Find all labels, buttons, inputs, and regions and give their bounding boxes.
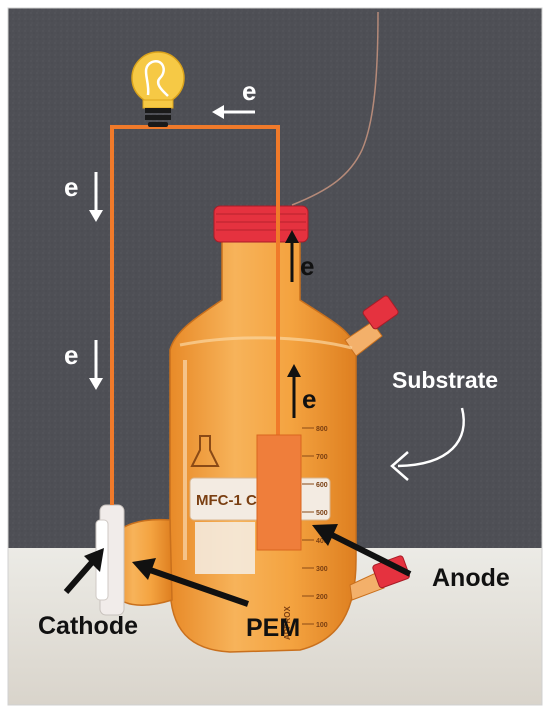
graduation-mark-label: 300 xyxy=(316,566,328,573)
electron-arrow-neck xyxy=(285,230,299,282)
graduation-scale: 800 700 600 500 400 300 200 100 xyxy=(302,426,328,629)
graduation-mark-label: 500 xyxy=(316,510,328,517)
bottle-sticker-text: MFC-1 C xyxy=(196,492,257,509)
electron-arrow-body xyxy=(287,364,301,418)
anode-label: Anode xyxy=(432,564,510,592)
anode-electrode xyxy=(256,434,302,551)
pem-label: PEM xyxy=(246,614,300,642)
substrate-arrow-head xyxy=(390,451,409,481)
substrate-arrow xyxy=(397,407,465,468)
graduation-mark-label: 700 xyxy=(316,454,328,461)
copper-lead-wire xyxy=(291,11,379,206)
graduation-mark-label: 400 xyxy=(316,538,328,545)
bottle-side-port-lower xyxy=(349,571,385,601)
graduation-mark-label: 600 xyxy=(316,482,328,489)
flask-logo-icon xyxy=(190,435,220,467)
substrate-label: Substrate xyxy=(392,367,498,393)
circuit-wire xyxy=(110,125,280,505)
pem-pointer-line xyxy=(149,567,249,607)
electron-label-left-lower: e xyxy=(64,340,78,370)
graduation-approx-text: APPROX xyxy=(283,606,292,640)
cathode-pointer-head xyxy=(84,548,104,572)
bottle-label-panel xyxy=(195,522,255,574)
bottle-cap-side-upper xyxy=(362,295,399,330)
cathode-pointer-line xyxy=(63,558,97,594)
electron-label-body: e xyxy=(302,384,316,414)
electron-label-neck: e xyxy=(300,251,314,281)
anode-pointer-line xyxy=(328,531,412,577)
graduation-mark-label: 200 xyxy=(316,594,328,601)
electron-label-top: e xyxy=(242,76,256,106)
bottle-shoulder-ring xyxy=(179,336,353,350)
graduation-mark-label: 800 xyxy=(316,426,328,433)
bottle-side-port-upper xyxy=(344,321,383,357)
electron-arrow-top xyxy=(212,105,255,119)
cathode-label: Cathode xyxy=(38,612,138,640)
electron-arrow-left-lower xyxy=(89,340,103,390)
bottle-cap-top xyxy=(213,205,309,243)
graduation-mark-label: 100 xyxy=(316,622,328,629)
anode-pointer-head xyxy=(312,524,338,546)
light-bulb-icon xyxy=(131,51,185,127)
image-border xyxy=(7,7,543,706)
electron-label-left-upper: e xyxy=(64,172,78,202)
pem-pointer-head xyxy=(132,558,156,580)
electron-arrow-left-upper xyxy=(89,172,103,222)
